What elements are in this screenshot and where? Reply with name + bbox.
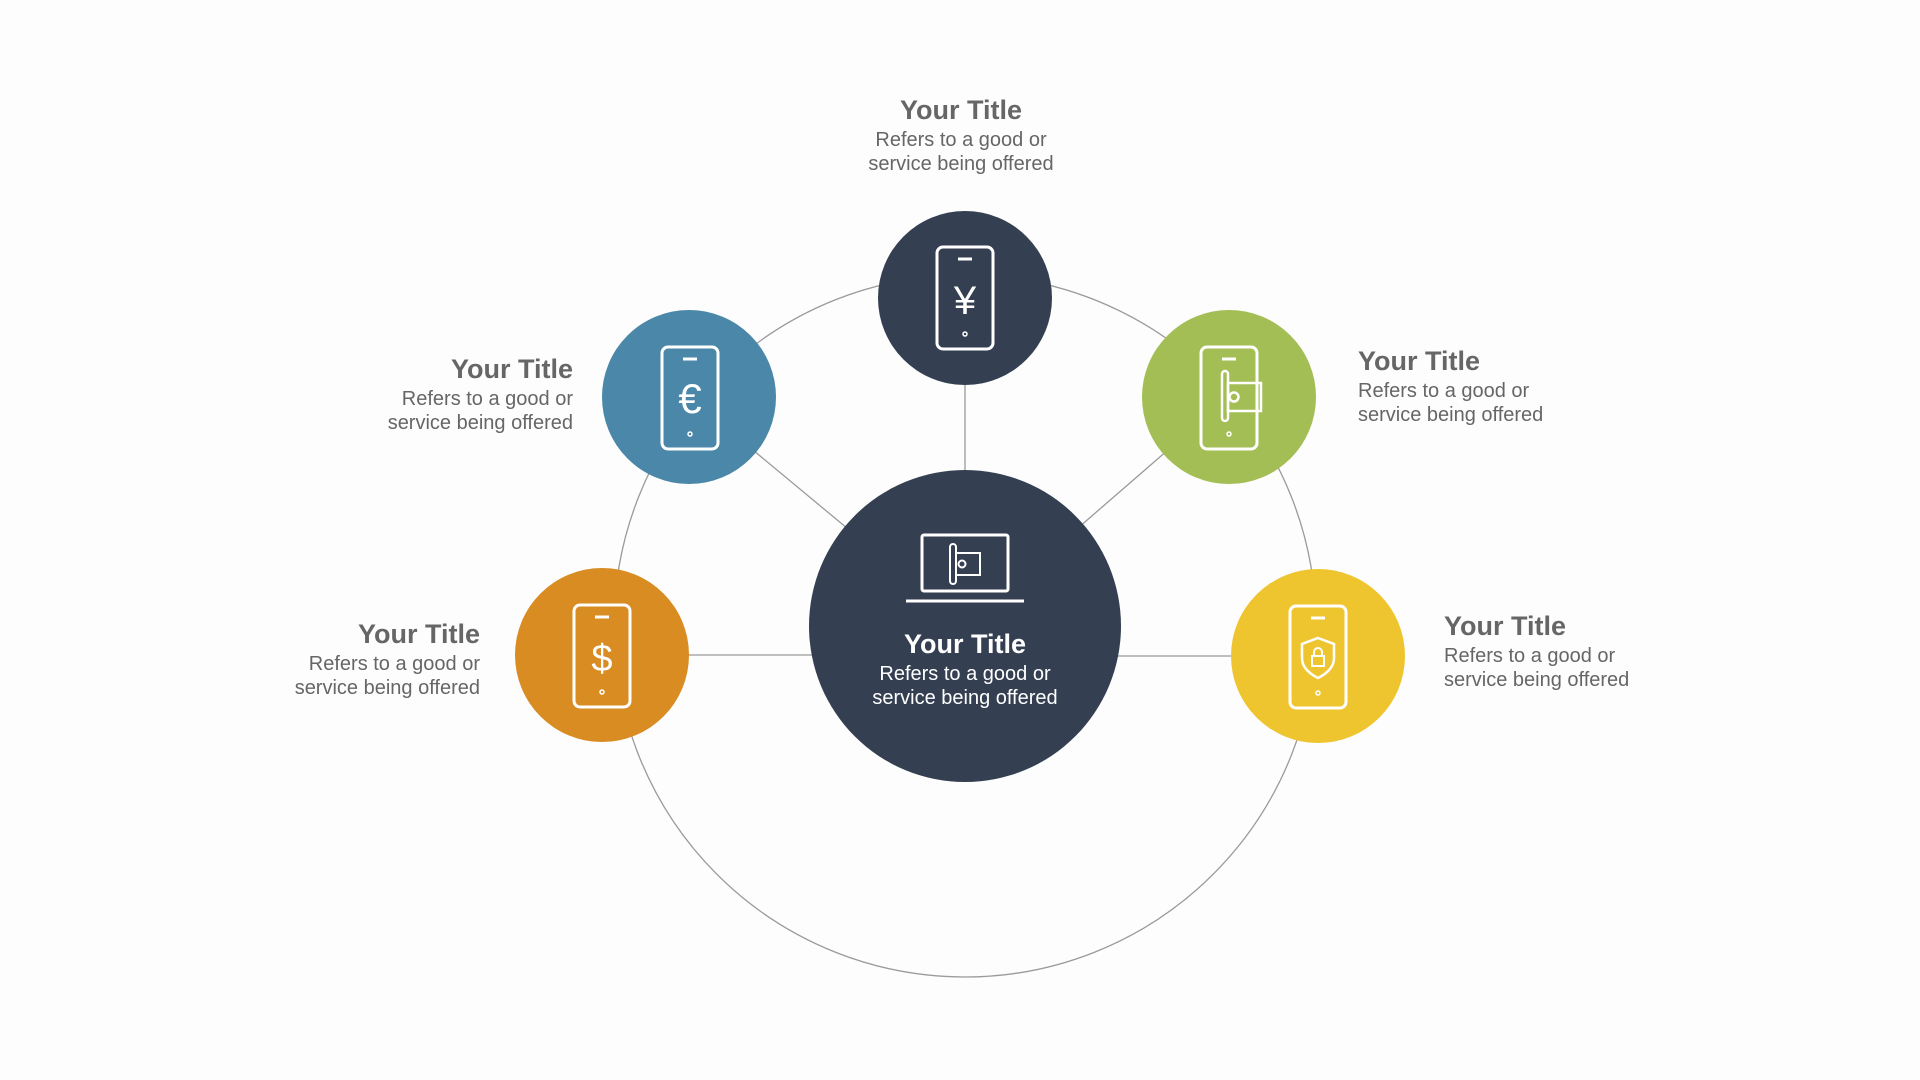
upper-left-label: Your Title Refers to a good or service b…	[253, 353, 573, 435]
lower-left-label: Your Title Refers to a good or service b…	[160, 618, 480, 700]
center-desc-line2: service being offered	[872, 687, 1058, 709]
upper-right-desc-line2: service being offered	[1358, 404, 1544, 426]
upper-left-desc-line1: Refers to a good or	[401, 388, 573, 410]
top-label: Your Title Refers to a good or service b…	[801, 94, 1121, 176]
euro-symbol: €	[678, 375, 701, 422]
phone-yen-icon	[935, 245, 995, 351]
lower-right-desc-line1: Refers to a good or	[1444, 645, 1616, 667]
phone-dollar-icon	[572, 603, 632, 709]
top-desc-line2: service being offered	[868, 153, 1054, 175]
yen-symbol: ¥	[953, 279, 977, 323]
lower-right-label: Your Title Refers to a good or service b…	[1444, 610, 1764, 692]
top-circle	[878, 211, 1052, 385]
upper-right-title: Your Title	[1358, 346, 1481, 376]
upper-right-desc-line1: Refers to a good or	[1358, 380, 1530, 402]
phone-cash-icon	[1199, 345, 1263, 451]
lower-right-desc-line2: service being offered	[1444, 669, 1630, 691]
upper-left-desc-line2: service being offered	[387, 412, 573, 434]
top-title: Your Title	[899, 95, 1022, 125]
center-desc-line1: Refers to a good or	[879, 663, 1051, 685]
lower-left-desc-line2: service being offered	[294, 677, 480, 699]
upper-left-circle	[602, 310, 776, 484]
lower-left-title: Your Title	[357, 619, 480, 649]
upper-right-label: Your Title Refers to a good or service b…	[1358, 345, 1678, 427]
center-circle	[809, 470, 1121, 782]
dollar-symbol: $	[591, 638, 612, 680]
upper-left-title: Your Title	[450, 354, 573, 384]
center-title: Your Title	[903, 629, 1026, 659]
phone-shield-lock-icon	[1288, 604, 1348, 710]
lower-left-circle	[515, 568, 689, 742]
center-label: Your Title Refers to a good or service b…	[805, 628, 1125, 710]
laptop-cash-icon	[906, 533, 1024, 603]
phone-euro-icon	[660, 345, 720, 451]
lower-right-title: Your Title	[1444, 611, 1567, 641]
top-desc-line1: Refers to a good or	[875, 129, 1047, 151]
lower-left-desc-line1: Refers to a good or	[308, 653, 480, 675]
